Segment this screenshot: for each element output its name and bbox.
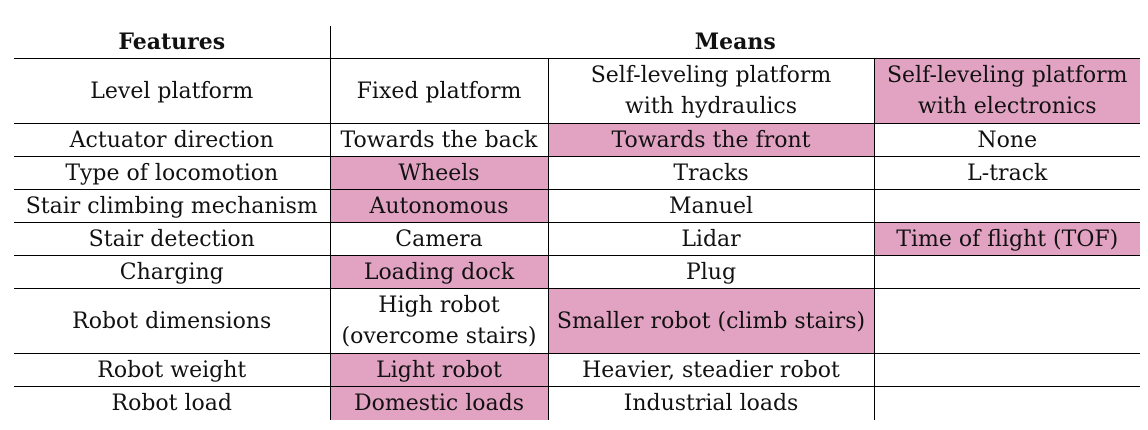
means-cell-selected: Light robot bbox=[330, 353, 549, 387]
means-cell: None bbox=[874, 123, 1141, 157]
table-row: Robot load Domestic loads Industrial loads bbox=[14, 386, 1140, 420]
means-cell-line: (overcome stairs) bbox=[341, 324, 537, 349]
means-cell-line: Manuel bbox=[668, 193, 754, 219]
table-row: Robot dimensions High robot (overcome stai… bbox=[14, 288, 1141, 354]
means-cell-line: Tracks bbox=[673, 160, 749, 186]
means-cell-selected: Time of flight (TOF) bbox=[874, 222, 1141, 256]
means-cell-line: with hydraulics bbox=[624, 94, 798, 119]
feature-cell: Charging bbox=[14, 255, 331, 289]
means-cell bbox=[874, 387, 1140, 420]
features-header: Features bbox=[14, 26, 331, 59]
means-cell-line: Autonomous bbox=[369, 193, 509, 219]
means-cell bbox=[874, 255, 1141, 289]
means-cell-line: Towards the back bbox=[340, 127, 538, 153]
morphological-table: Features Means Level platform Fixed platf… bbox=[14, 26, 1141, 420]
table-row: Robot weight Light robot Heavier, steadier… bbox=[14, 353, 1141, 387]
table-row: Level platform Fixed platform Self-levelin… bbox=[14, 58, 1141, 124]
means-cell bbox=[874, 353, 1141, 387]
means-cell-selected: Autonomous bbox=[330, 189, 549, 223]
means-cell-line: High robot bbox=[378, 293, 500, 318]
means-cell: Lidar bbox=[548, 222, 875, 256]
means-cell: Tracks bbox=[548, 156, 875, 190]
means-cell-line: Smaller robot (climb stairs) bbox=[556, 308, 866, 334]
means-cell: Camera bbox=[330, 222, 549, 256]
means-cell-line: Fixed platform bbox=[356, 78, 522, 104]
means-cell-selected: Domestic loads bbox=[330, 386, 549, 420]
means-cell bbox=[874, 288, 1141, 354]
means-cell-selected: Self-leveling platform with electronics bbox=[874, 58, 1141, 124]
means-cell-line: Industrial loads bbox=[623, 390, 799, 416]
means-cell-line: L-track bbox=[967, 160, 1048, 186]
means-cell: L-track bbox=[874, 156, 1141, 190]
table-row: Stair detection Camera Lidar Time of flight… bbox=[14, 222, 1141, 256]
feature-cell: Stair climbing mechanism bbox=[14, 189, 331, 223]
means-cell-line: Lidar bbox=[681, 226, 741, 252]
means-cell-line: Loading dock bbox=[363, 259, 515, 285]
means-cell bbox=[874, 189, 1141, 223]
means-cell-selected: Loading dock bbox=[330, 255, 549, 289]
means-cell: Fixed platform bbox=[330, 58, 549, 124]
means-cell-line: Heavier, steadier robot bbox=[582, 357, 840, 383]
means-cell-line: Self-leveling platform bbox=[590, 63, 832, 88]
means-cell: Plug bbox=[548, 255, 875, 289]
means-cell-selected: Smaller robot (climb stairs) bbox=[548, 288, 875, 354]
feature-cell: Stair detection bbox=[14, 222, 331, 256]
header-row: Features Means bbox=[14, 26, 1141, 59]
means-cell-line: Wheels bbox=[398, 160, 480, 186]
means-cell: Heavier, steadier robot bbox=[548, 353, 875, 387]
means-cell-line: Domestic loads bbox=[353, 390, 525, 416]
feature-cell: Robot weight bbox=[14, 353, 331, 387]
feature-cell: Actuator direction bbox=[14, 123, 331, 157]
table-row: Charging Loading dock Plug bbox=[14, 255, 1141, 289]
means-cell: Self-leveling platform with hydraulics bbox=[548, 58, 875, 124]
means-cell-line: None bbox=[977, 127, 1038, 153]
feature-cell: Robot load bbox=[14, 386, 331, 420]
means-cell-line: Plug bbox=[685, 259, 737, 285]
means-header: Means bbox=[330, 26, 1141, 59]
feature-cell: Robot dimensions bbox=[14, 288, 331, 354]
means-cell-line: Time of flight (TOF) bbox=[896, 226, 1119, 252]
means-cell-line: with electronics bbox=[917, 94, 1097, 119]
means-cell-line: Light robot bbox=[376, 357, 502, 383]
means-cell-line: Camera bbox=[395, 226, 483, 252]
feature-cell: Type of locomotion bbox=[14, 156, 331, 190]
table-row: Actuator direction Towards the back Toward… bbox=[14, 123, 1141, 157]
means-cell: Manuel bbox=[548, 189, 875, 223]
means-cell-line: Self-leveling platform bbox=[886, 63, 1128, 88]
means-cell: Industrial loads bbox=[548, 386, 875, 420]
means-cell: Towards the back bbox=[330, 123, 549, 157]
table-row: Type of locomotion Wheels Tracks L-track bbox=[14, 156, 1141, 190]
feature-cell: Level platform bbox=[14, 58, 331, 124]
table-body: Level platform Fixed platform Self-levelin… bbox=[14, 58, 1141, 420]
means-cell-selected: Towards the front bbox=[548, 123, 875, 157]
means-cell-line: Towards the front bbox=[611, 127, 811, 153]
means-cell-selected: Wheels bbox=[330, 156, 549, 190]
table-row: Stair climbing mechanism Autonomous Manuel bbox=[14, 189, 1141, 223]
means-cell: High robot (overcome stairs) bbox=[330, 288, 549, 354]
